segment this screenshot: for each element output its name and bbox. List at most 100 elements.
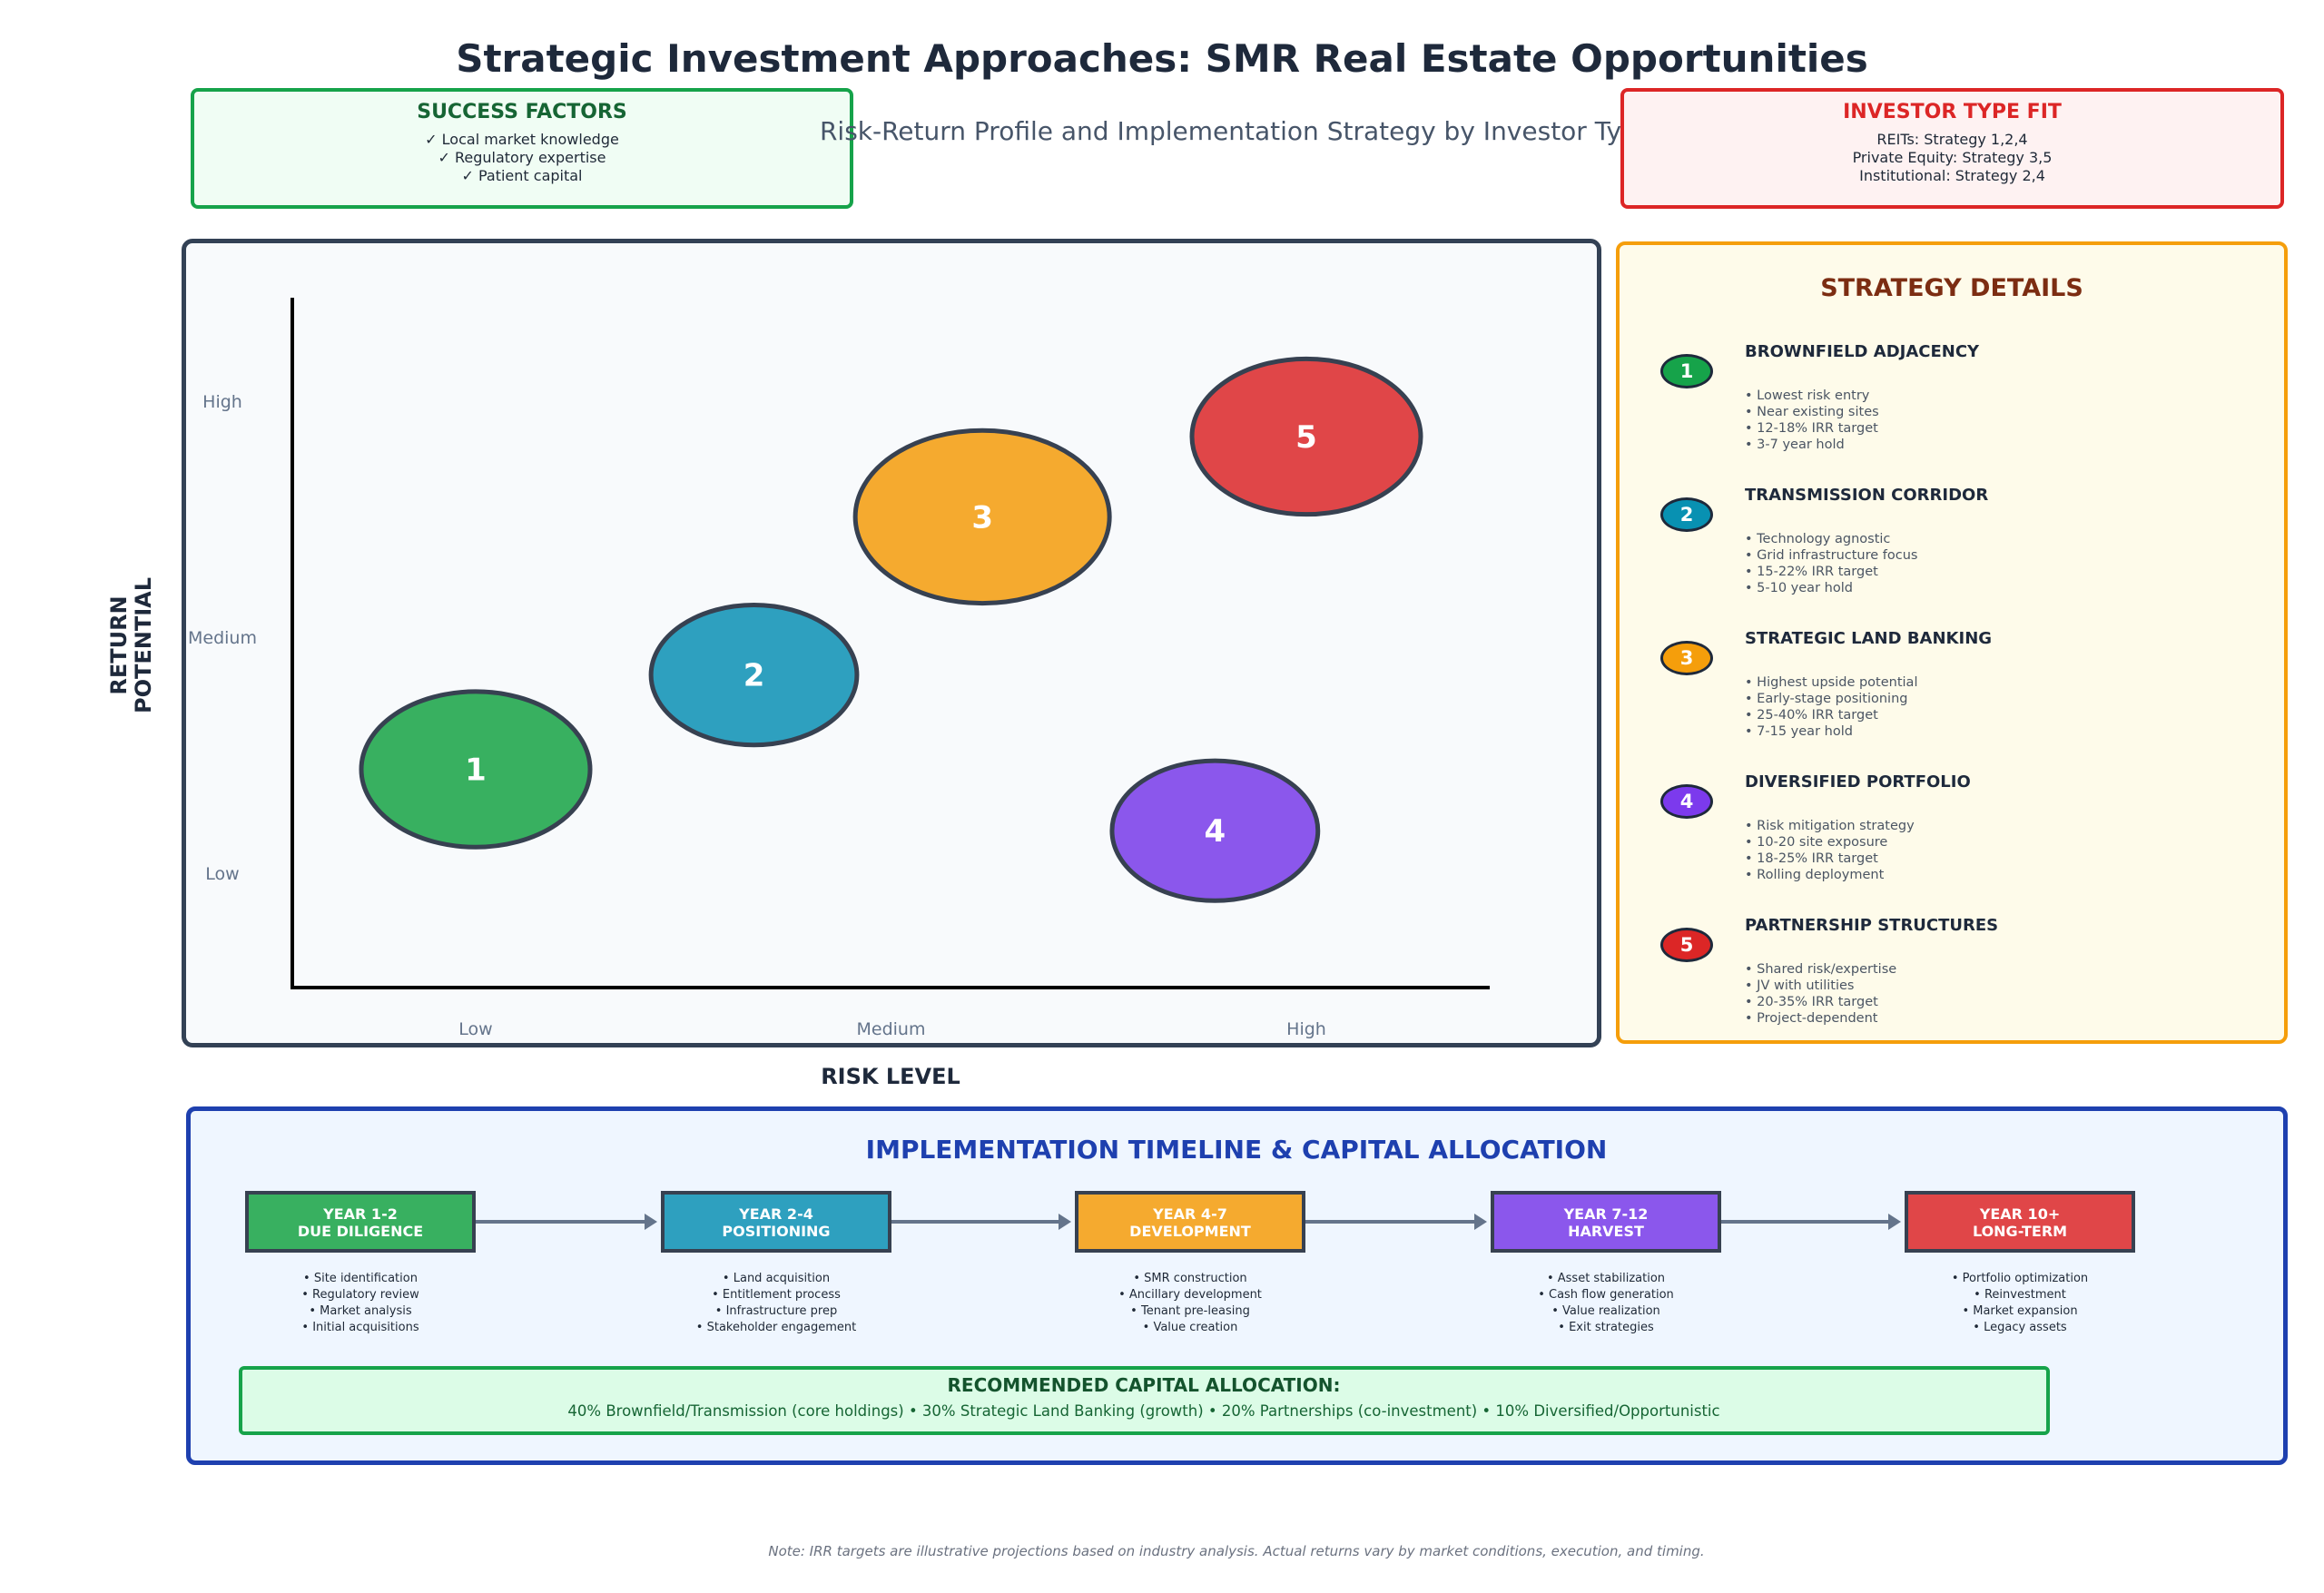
strategy-bubble [852, 428, 1112, 606]
strategy-name: TRANSMISSION CORRIDOR [1745, 486, 1989, 505]
strategy-bullet: • 15-22% IRR target [1745, 565, 1878, 579]
strategy-bullet: • Early-stage positioning [1745, 692, 1908, 706]
investor-fit-item: REITs: Strategy 1,2,4 [1876, 131, 2028, 148]
strategy-details-title: STRATEGY DETAILS [1820, 274, 2083, 302]
phase-years: YEAR 4-7 [1153, 1205, 1227, 1223]
capital-allocation-title: RECOMMENDED CAPITAL ALLOCATION: [947, 1374, 1341, 1396]
page-subtitle: Risk-Return Profile and Implementation S… [819, 116, 1654, 146]
strategy-bullet: • 25-40% IRR target [1745, 708, 1878, 723]
timeline-phase-box: YEAR 10+LONG-TERM [1905, 1191, 2135, 1253]
strategy-bubble [1189, 356, 1423, 517]
timeline-arrow-icon [476, 1214, 657, 1230]
phase-name: DEVELOPMENT [1129, 1223, 1251, 1240]
strategy-bubble [648, 602, 860, 748]
x-tick-label: Low [458, 1019, 492, 1039]
strategy-name: BROWNFIELD ADJACENCY [1745, 342, 1980, 361]
investor-type-fit-box: INVESTOR TYPE FIT REITs: Strategy 1,2,4 … [1620, 88, 2284, 209]
success-factor-item: ✓ Patient capital [461, 167, 583, 184]
bubble-label: 1 [465, 752, 487, 789]
strategy-bullet: • Rolling deployment [1745, 868, 1885, 882]
strategy-bullet: • Shared risk/expertise [1745, 962, 1897, 977]
strategy-bullet: • JV with utilities [1745, 978, 1855, 993]
strategy-number-badge: 5 [1660, 928, 1713, 962]
phase-years: YEAR 2-4 [739, 1205, 813, 1223]
strategy-bullet: • Project-dependent [1745, 1011, 1878, 1026]
timeline-arrow-icon [1721, 1214, 1901, 1230]
investor-fit-item: Private Equity: Strategy 3,5 [1852, 149, 2053, 166]
phase-bullet: • Exit strategies [1558, 1321, 1654, 1334]
phase-bullet: • Infrastructure prep [714, 1304, 838, 1318]
phase-bullet: • Market expansion [1962, 1304, 2078, 1318]
page-title: Strategic Investment Approaches: SMR Rea… [456, 36, 1868, 81]
phase-bullet: • Market analysis [309, 1304, 412, 1318]
success-factor-item: ✓ Regulatory expertise [438, 149, 606, 166]
strategy-details-panel [1616, 241, 2288, 1044]
strategy-bullet: • 18-25% IRR target [1745, 851, 1878, 866]
strategy-bullet: • Risk mitigation strategy [1745, 819, 1915, 833]
y-axis-label: POTENTIAL [131, 577, 156, 713]
phase-bullet: • Value realization [1551, 1304, 1660, 1318]
phase-bullet: • Value creation [1142, 1321, 1238, 1334]
phase-name: LONG-TERM [1972, 1223, 2068, 1240]
strategy-name: STRATEGIC LAND BANKING [1745, 629, 1993, 648]
strategy-bullet: • 10-20 site exposure [1745, 835, 1888, 850]
y-tick-label: High [202, 392, 242, 412]
investor-fit-title: INVESTOR TYPE FIT [1843, 101, 2062, 123]
strategy-number-badge: 2 [1660, 497, 1713, 532]
phase-bullet: • SMR construction [1133, 1272, 1247, 1285]
success-factors-title: SUCCESS FACTORS [417, 101, 627, 123]
success-factors-box: SUCCESS FACTORS ✓ Local market knowledge… [191, 88, 853, 209]
strategy-bullet: • 20-35% IRR target [1745, 995, 1878, 1009]
phase-bullet: • Entitlement process [712, 1288, 841, 1302]
capital-allocation-box [239, 1366, 2050, 1435]
phase-name: HARVEST [1568, 1223, 1644, 1240]
x-tick-label: High [1286, 1019, 1326, 1039]
y-axis-label: RETURN [106, 595, 132, 694]
capital-allocation-text: 40% Brownfield/Transmission (core holdin… [567, 1402, 1720, 1420]
strategy-bullet: • 12-18% IRR target [1745, 421, 1878, 436]
strategy-bubble [359, 689, 593, 850]
strategy-name: PARTNERSHIP STRUCTURES [1745, 916, 1999, 935]
phase-bullet: • Land acquisition [722, 1272, 831, 1285]
strategy-bubble [1109, 758, 1321, 903]
y-tick-label: Low [205, 864, 239, 884]
x-axis-label: RISK LEVEL [821, 1064, 960, 1089]
bubble-label: 4 [1205, 813, 1226, 850]
strategy-number-badge: 1 [1660, 354, 1713, 388]
phase-name: POSITIONING [722, 1223, 831, 1240]
strategy-bullet: • Highest upside potential [1745, 675, 1918, 690]
phase-bullet: • Asset stabilization [1546, 1272, 1666, 1285]
timeline-arrow-icon [891, 1214, 1071, 1230]
strategy-bullet: • Lowest risk entry [1745, 388, 1870, 403]
x-tick-label: Medium [857, 1019, 926, 1039]
strategy-bullet: • Near existing sites [1745, 405, 1879, 419]
success-factor-item: ✓ Local market knowledge [425, 131, 619, 148]
strategy-bullet: • 7-15 year hold [1745, 724, 1853, 739]
phase-years: YEAR 7-12 [1563, 1205, 1649, 1223]
phase-years: YEAR 10+ [1979, 1205, 2061, 1223]
phase-bullet: • Site identification [303, 1272, 418, 1285]
strategy-bullet: • Technology agnostic [1745, 532, 1891, 546]
phase-bullet: • Tenant pre-leasing [1130, 1304, 1250, 1318]
timeline-title: IMPLEMENTATION TIMELINE & CAPITAL ALLOCA… [865, 1135, 1608, 1165]
phase-bullet: • Ancillary development [1118, 1288, 1262, 1302]
phase-years: YEAR 1-2 [323, 1205, 398, 1223]
strategy-number-badge: 3 [1660, 641, 1713, 675]
investor-fit-item: Institutional: Strategy 2,4 [1859, 167, 2045, 184]
phase-bullet: • Legacy assets [1973, 1321, 2067, 1334]
bubble-label: 2 [743, 658, 765, 694]
phase-bullet: • Cash flow generation [1538, 1288, 1674, 1302]
phase-bullet: • Reinvestment [1974, 1288, 2066, 1302]
bubble-label: 3 [971, 499, 993, 536]
phase-bullet: • Stakeholder engagement [695, 1321, 857, 1334]
phase-bullet: • Portfolio optimization [1951, 1272, 2089, 1285]
timeline-arrow-icon [1305, 1214, 1487, 1230]
strategy-name: DIVERSIFIED PORTFOLIO [1745, 772, 1971, 792]
strategy-bullet: • 3-7 year hold [1745, 438, 1845, 452]
phase-bullet: • Initial acquisitions [301, 1321, 419, 1334]
